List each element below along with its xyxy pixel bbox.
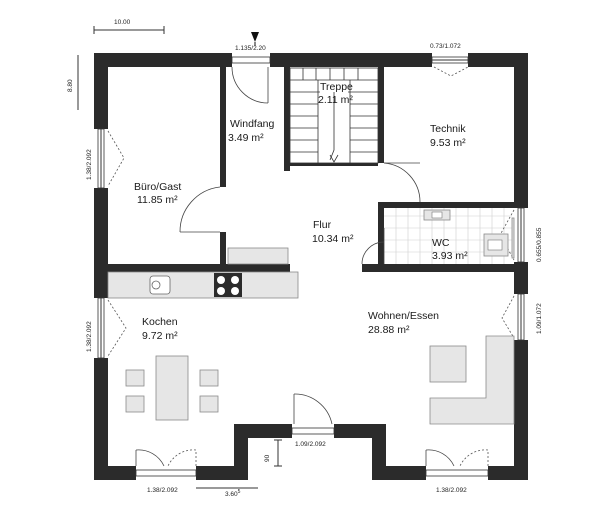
dim-top-width: 10.00 [114, 19, 131, 26]
dim-kochen-window: 1.38/2.092 [86, 321, 93, 352]
room-name-treppe: Treppe [320, 81, 353, 93]
dimension-ticks [196, 439, 282, 489]
dim-terrace-door: 1.09/2.092 [295, 441, 326, 448]
room-area-wc: 3.93 m² [432, 250, 468, 262]
room-area-technik: 9.53 m² [430, 137, 466, 149]
door-swings [107, 66, 515, 467]
dim-left-height: 8.80 [67, 79, 74, 92]
windows [97, 56, 525, 477]
dim-bottom-right-door: 1.38/2.092 [436, 487, 467, 494]
room-area-treppe: 2.11 m² [318, 94, 353, 106]
staircase [289, 67, 379, 164]
room-area-windfang: 3.49 m² [228, 132, 264, 144]
room-name-technik: Technik [430, 123, 466, 135]
room-name-kochen: Kochen [142, 316, 178, 328]
room-name-wc: WC [432, 237, 450, 249]
furniture [107, 209, 515, 425]
dimension-labels: 1.135/2.20 0.73/1.072 1.38/2.092 1.38/2.… [86, 43, 543, 498]
room-area-flur: 10.34 m² [312, 233, 354, 245]
entrance-arrow-icon [251, 32, 259, 46]
room-name-flur: Flur [313, 219, 332, 231]
room-name-buero: Büro/Gast [134, 181, 181, 193]
room-name-windfang: Windfang [230, 118, 275, 130]
room-area-kochen: 9.72 m² [142, 330, 178, 342]
room-area-wohnen: 28.88 m² [368, 324, 410, 336]
dimension-left: 8.80 [67, 55, 79, 110]
room-area-buero: 11.85 m² [137, 194, 178, 206]
dim-recess-depth: 90 [264, 454, 271, 462]
walls [94, 53, 528, 480]
dimension-top: 10.00 [93, 19, 165, 34]
dim-buero-window: 1.38/2.092 [86, 149, 93, 180]
room-name-wohnen: Wohnen/Essen [368, 310, 439, 322]
dim-bottom-left-door: 1.38/2.092 [147, 487, 178, 494]
dim-technik-window: 0.73/1.072 [430, 43, 461, 50]
dim-wc-window: 0.655/0.855 [536, 227, 543, 262]
room-labels: Büro/Gast 11.85 m² Windfang 3.49 m² Trep… [134, 81, 468, 342]
dim-bottom-mid: 3.605 [225, 489, 241, 498]
dim-wohnen-window: 1.09/1.072 [536, 303, 543, 334]
dim-entrance-window: 1.135/2.20 [235, 45, 266, 52]
